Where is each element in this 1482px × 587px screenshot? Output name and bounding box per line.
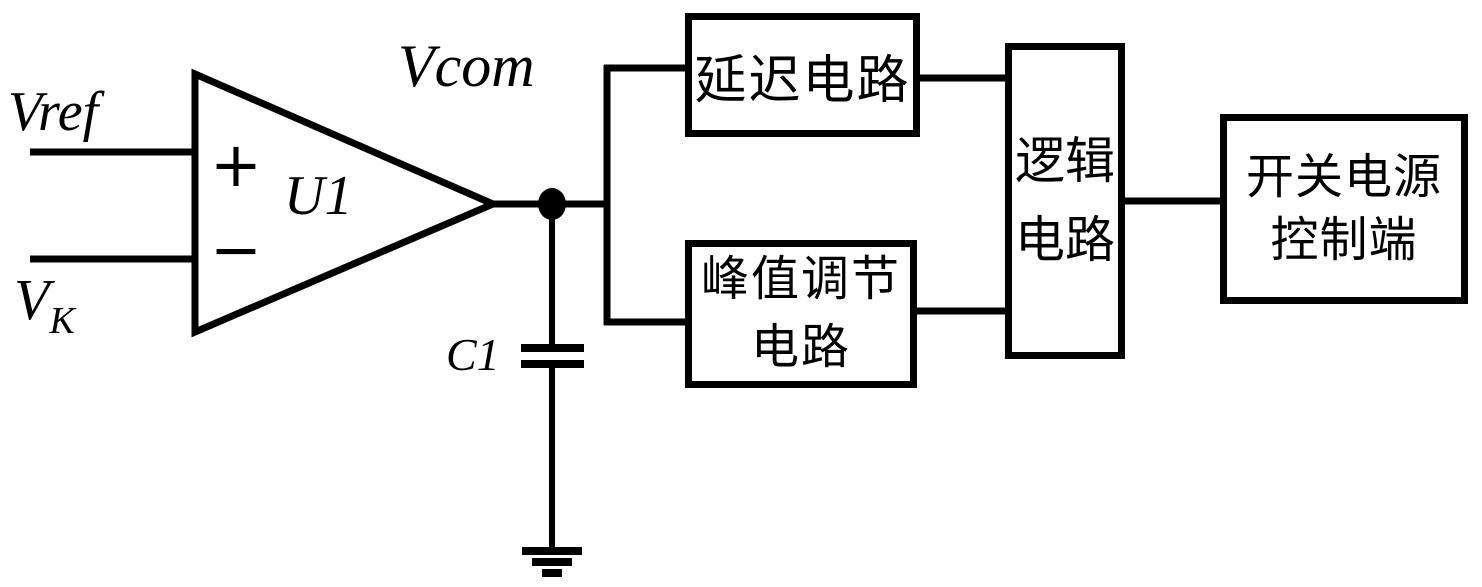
opamp-name-label: U1 — [284, 165, 353, 227]
peak-adjust-label-line2: 电路 — [750, 321, 851, 374]
opamp-minus-terminal: − — [210, 213, 262, 286]
vcom-output-label: Vcom — [398, 33, 535, 99]
delay-circuit-label: 延迟电路 — [694, 52, 911, 110]
opamp-plus-terminal: + — [210, 128, 262, 201]
switching-power-control-block: 开关电源 控制端 — [1220, 114, 1468, 304]
logic-label-line1: 逻辑 — [1015, 133, 1115, 189]
logic-circuit-block: 逻辑 电路 — [1005, 43, 1125, 359]
capacitor-name-label: C1 — [446, 329, 500, 380]
peak-adjust-circuit-block: 峰值调节 电路 — [685, 240, 917, 388]
control-label-line1: 开关电源 — [1245, 150, 1442, 204]
vk-label: VK — [14, 266, 75, 340]
control-label-line2: 控制端 — [1270, 214, 1418, 267]
logic-label-line2: 电路 — [1015, 212, 1115, 268]
vk-label-subscript: K — [49, 300, 75, 342]
vref-label: Vref — [8, 81, 99, 143]
vk-label-base: V — [14, 267, 50, 332]
delay-circuit-block: 延迟电路 — [685, 13, 920, 137]
opamp-triangle — [191, 68, 502, 338]
peak-adjust-label-line1: 峰值调节 — [700, 252, 901, 306]
